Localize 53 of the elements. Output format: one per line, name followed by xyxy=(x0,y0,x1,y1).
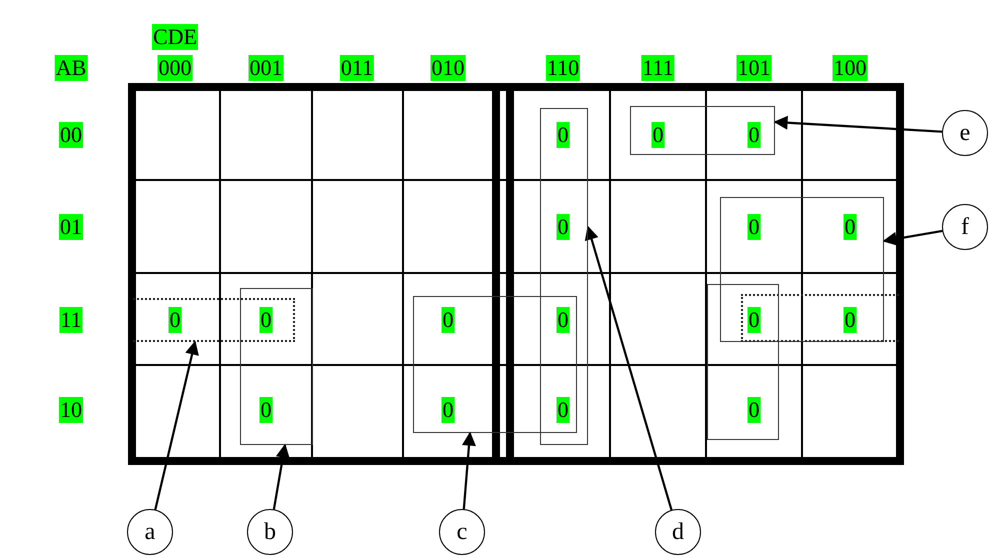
cell-value: 0 xyxy=(844,214,856,240)
cell-value: 0 xyxy=(442,307,454,333)
column-header: 000 xyxy=(158,55,192,81)
leader-arrow xyxy=(882,230,943,246)
column-header: 101 xyxy=(736,55,772,81)
callout-letter: f xyxy=(961,214,969,240)
callout-circle xyxy=(439,509,485,555)
cell-value: 0 xyxy=(442,397,454,423)
callout-letter: d xyxy=(672,518,684,546)
leader-arrow xyxy=(774,116,942,133)
callout-circle xyxy=(942,204,988,250)
callout-circle xyxy=(942,110,988,156)
cell-value: 0 xyxy=(748,397,760,423)
row-header: 00 xyxy=(59,122,83,148)
callout-circle xyxy=(247,509,293,555)
cell-value: 0 xyxy=(556,122,570,148)
callout-circle xyxy=(127,509,173,555)
cell-value: 0 xyxy=(260,307,272,333)
row-header: 11 xyxy=(59,307,83,333)
cell-value: 0 xyxy=(748,214,760,240)
callout-circle xyxy=(655,509,701,555)
cell-value: 0 xyxy=(556,214,570,240)
leader-arrow xyxy=(584,226,673,510)
leader-arrow xyxy=(154,340,199,510)
group-loop xyxy=(707,284,779,440)
group-loop xyxy=(240,288,313,445)
row-header: 10 xyxy=(59,397,83,423)
column-header: 100 xyxy=(832,55,868,81)
group-loop xyxy=(540,108,588,445)
group-loop xyxy=(630,106,775,155)
callout-letter: e xyxy=(960,120,970,146)
row-header: 01 xyxy=(59,214,83,240)
callout-letter: b xyxy=(264,518,276,546)
cell-value: 0 xyxy=(556,397,570,423)
cell-value: 0 xyxy=(748,122,760,148)
cell-value: 0 xyxy=(844,307,856,333)
column-header: 111 xyxy=(641,55,675,81)
callout-letter: a xyxy=(144,518,156,546)
cell-value: 0 xyxy=(168,307,182,333)
leader-arrow xyxy=(462,432,476,510)
cell-value: 0 xyxy=(260,397,272,423)
column-header: 011 xyxy=(340,55,374,81)
column-header: 010 xyxy=(430,55,466,81)
callout-letter: c xyxy=(456,518,468,546)
column-header: 001 xyxy=(248,55,284,81)
axis-label: AB xyxy=(54,55,88,81)
cell-value: 0 xyxy=(652,122,664,148)
column-header: 110 xyxy=(546,55,580,81)
group-loop xyxy=(413,296,577,433)
leader-arrow xyxy=(272,444,290,510)
cell-value: 0 xyxy=(556,307,570,333)
axis-label: CDE xyxy=(152,24,198,50)
cell-value: 0 xyxy=(748,307,760,333)
